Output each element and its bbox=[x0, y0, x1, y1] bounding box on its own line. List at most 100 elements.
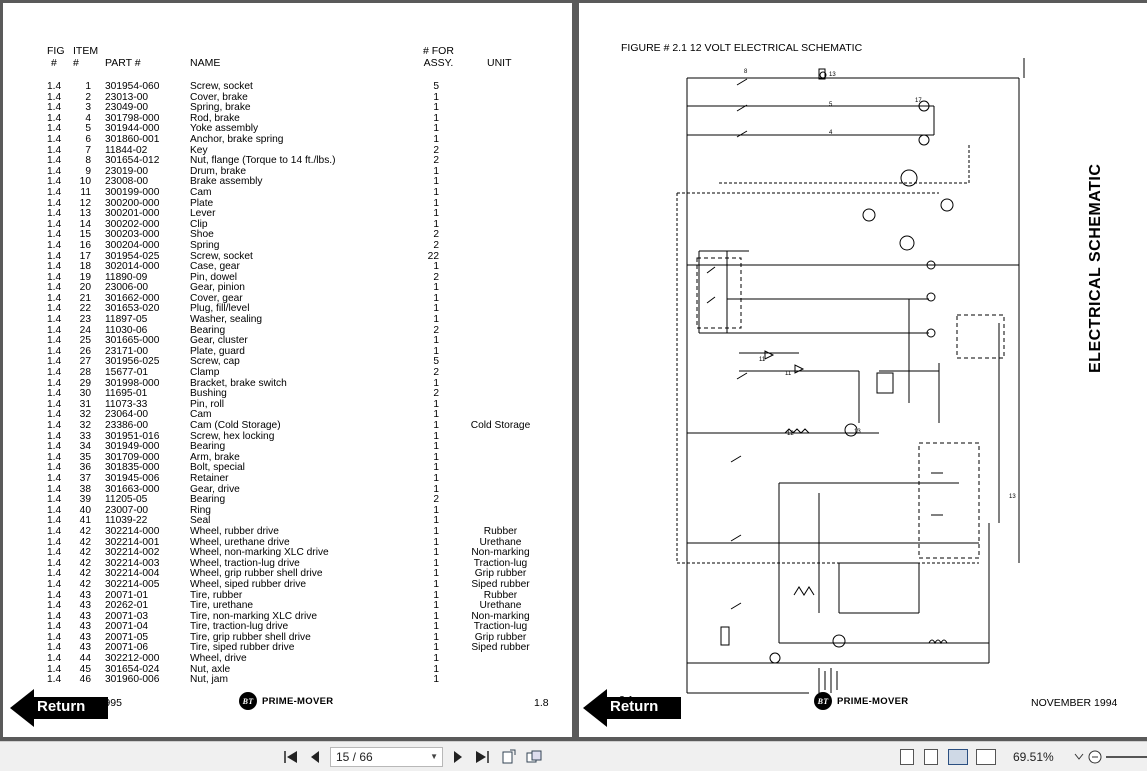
cell-part: 20071-05 bbox=[105, 631, 149, 643]
cell-item: 23 bbox=[79, 314, 91, 326]
fit-width-icon[interactable] bbox=[525, 748, 543, 766]
cell-part: 301662-000 bbox=[105, 292, 160, 304]
cell-item: 17 bbox=[79, 250, 91, 262]
cell-part: 11897-05 bbox=[105, 314, 148, 326]
cell-fig: 1.4 bbox=[47, 81, 62, 92]
header-qty: # FOR ASSY. bbox=[423, 45, 454, 69]
cell-qty: 1 bbox=[433, 303, 439, 315]
cell-qty: 1 bbox=[433, 398, 439, 410]
cell-name: Ring bbox=[190, 504, 211, 516]
cell-item: 3 bbox=[85, 102, 91, 114]
cell-item: 4 bbox=[85, 112, 91, 124]
two-page-continuous-view-icon[interactable] bbox=[976, 749, 996, 765]
last-page-icon[interactable] bbox=[474, 748, 490, 766]
prev-page-icon[interactable] bbox=[307, 748, 323, 766]
electrical-schematic-diagram: 8 13 5 4 17 13 11 11 12 13 bbox=[676, 58, 1025, 694]
cell-qty: 22 bbox=[427, 250, 439, 262]
cell-fig: 1.4 bbox=[47, 314, 62, 326]
next-page-icon[interactable] bbox=[452, 748, 464, 766]
cell-item: 1 bbox=[85, 81, 91, 92]
cell-qty: 1 bbox=[433, 292, 439, 304]
cell-part: 301654-024 bbox=[105, 663, 160, 675]
cell-fig: 1.4 bbox=[47, 663, 62, 675]
cell-fig: 1.4 bbox=[47, 155, 62, 167]
cell-name: Tire, urethane bbox=[190, 600, 254, 612]
cell-item: 32 bbox=[79, 420, 91, 431]
cell-qty: 1 bbox=[433, 345, 439, 357]
return-button[interactable]: Return bbox=[10, 689, 108, 727]
cell-item: 37 bbox=[79, 472, 91, 484]
cell-fig: 1.4 bbox=[47, 165, 62, 177]
cell-unit: Rubber bbox=[483, 525, 518, 537]
cell-name: Cam bbox=[190, 409, 212, 421]
cell-fig: 1.4 bbox=[47, 112, 62, 124]
page-number: 1.8 bbox=[534, 697, 549, 709]
cell-part: 302212-000 bbox=[105, 653, 160, 665]
zoom-chevron-icon[interactable] bbox=[1072, 748, 1086, 766]
cell-part: 302214-000 bbox=[105, 525, 160, 537]
figure-title: FIGURE # 2.1 12 VOLT ELECTRICAL SCHEMATI… bbox=[621, 42, 863, 54]
chevron-down-icon[interactable]: ▼ bbox=[430, 752, 438, 761]
cell-name: Yoke assembly bbox=[190, 123, 259, 135]
cell-unit: Siped rubber bbox=[471, 578, 530, 590]
continuous-view-icon[interactable] bbox=[924, 749, 938, 765]
cell-item: 43 bbox=[79, 610, 91, 622]
cell-fig: 1.4 bbox=[47, 345, 62, 357]
cell-fig: 1.4 bbox=[47, 123, 62, 135]
cell-fig: 1.4 bbox=[47, 176, 62, 188]
cell-unit: Traction-lug bbox=[473, 621, 528, 633]
cell-qty: 2 bbox=[433, 271, 439, 283]
cell-fig: 1.4 bbox=[47, 197, 62, 209]
single-page-view-icon[interactable] bbox=[900, 749, 914, 765]
svg-text:11: 11 bbox=[785, 371, 792, 377]
first-page-icon[interactable] bbox=[283, 748, 299, 766]
cell-part: 15677-01 bbox=[105, 367, 149, 379]
cell-name: Cover, brake bbox=[190, 91, 248, 103]
cell-name: Brake assembly bbox=[190, 176, 263, 188]
cell-qty: 1 bbox=[433, 282, 439, 294]
cell-fig: 1.4 bbox=[47, 451, 62, 463]
header-item: ITEM # bbox=[73, 45, 99, 69]
page-number-input[interactable]: 15 / 66 ▼ bbox=[330, 747, 443, 767]
cell-name: Cam bbox=[190, 186, 212, 198]
fit-page-icon[interactable] bbox=[500, 748, 518, 766]
cell-item: 25 bbox=[79, 335, 91, 347]
cell-fig: 1.4 bbox=[47, 568, 62, 580]
zoom-slider[interactable] bbox=[1106, 756, 1147, 758]
cell-fig: 1.4 bbox=[47, 547, 62, 559]
cell-item: 35 bbox=[79, 451, 91, 463]
cell-fig: 1.4 bbox=[47, 91, 62, 103]
cell-name: Bearing bbox=[190, 441, 226, 453]
cell-item: 38 bbox=[79, 483, 91, 495]
cell-item: 40 bbox=[79, 504, 91, 516]
cell-qty: 2 bbox=[433, 239, 439, 251]
cell-qty: 1 bbox=[433, 504, 439, 516]
cell-name: Tire, non-marking XLC drive bbox=[190, 610, 318, 622]
cell-item: 42 bbox=[79, 557, 91, 569]
svg-text:13: 13 bbox=[1009, 494, 1016, 500]
cell-fig: 1.4 bbox=[47, 377, 62, 389]
schematic-return-button[interactable]: Return bbox=[583, 689, 681, 727]
cell-name: Lever bbox=[190, 208, 216, 220]
cell-part: 301665-000 bbox=[105, 335, 160, 347]
cell-name: Washer, sealing bbox=[190, 314, 263, 326]
cell-part: 300199-000 bbox=[105, 186, 160, 198]
zoom-out-icon[interactable] bbox=[1087, 748, 1103, 766]
cell-unit: Cold Storage bbox=[470, 420, 531, 431]
cell-part: 301944-000 bbox=[105, 123, 160, 135]
cell-qty: 1 bbox=[433, 261, 439, 273]
cell-fig: 1.4 bbox=[47, 409, 62, 421]
cell-item: 39 bbox=[79, 494, 91, 506]
cell-qty: 5 bbox=[433, 81, 439, 92]
two-page-view-icon[interactable] bbox=[948, 749, 968, 765]
